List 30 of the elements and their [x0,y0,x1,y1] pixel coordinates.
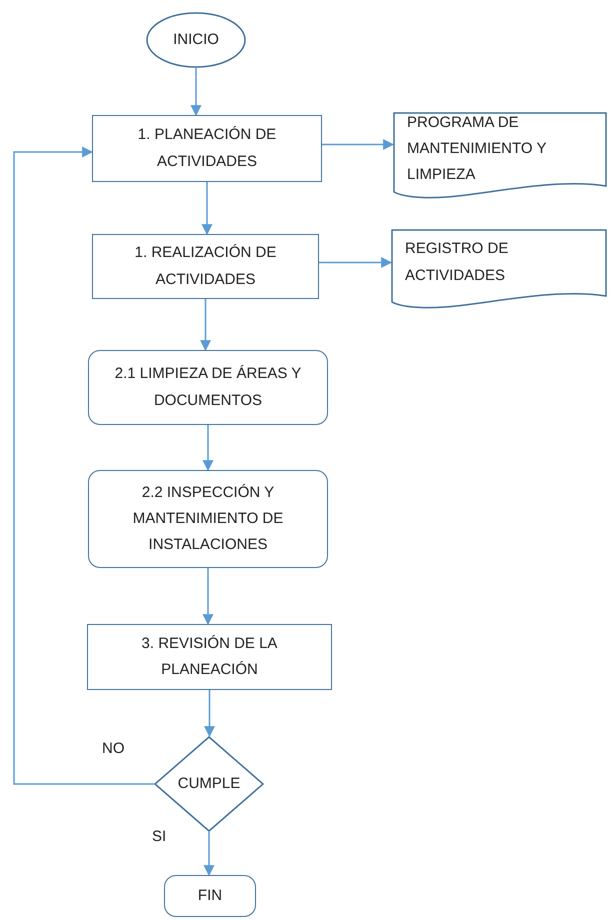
process-box [88,350,328,425]
node-text: 2.2 INSPECCIÓN Y MANTENIMIENTO DE INSTALACIONES [132,482,284,556]
process-box [87,624,332,690]
node-text: 1. PLANEACIÓN DE ACTIVIDADES [136,125,278,172]
arrow [319,257,392,268]
process-box [164,875,256,917]
arrow [13,146,154,785]
document-shape [391,229,607,310]
arrow [202,182,212,236]
node-text: REGISTRO DE ACTIVIDADES [405,239,510,286]
node-text: FIN [198,886,222,906]
node-text: 3. REVISIÓN DE LA PLANEACIÓN [140,634,278,680]
arrow [202,568,214,626]
process-box [92,234,319,299]
node-text: PROGRAMA DE MANTENIMIENTO Y LIMPIEZA [407,112,548,186]
arrow [202,425,214,472]
arrow [204,690,215,738]
document-shape [393,112,607,200]
arrow [200,299,211,352]
node-text: CUMPLE [178,774,240,794]
process-box [92,115,322,182]
arrow [204,832,214,876]
node-text: 1. REALIZACIÓN DE ACTIVIDADES [134,243,278,290]
terminator-ellipse [146,12,246,68]
node-text: INICIO [173,30,219,50]
decision-diamond [154,736,264,832]
arrow [322,139,394,150]
process-box [88,470,328,568]
arrow [190,68,202,116]
node-text: 2.1 LIMPIEZA DE ÁREAS Y DOCUMENTOS [114,364,302,410]
